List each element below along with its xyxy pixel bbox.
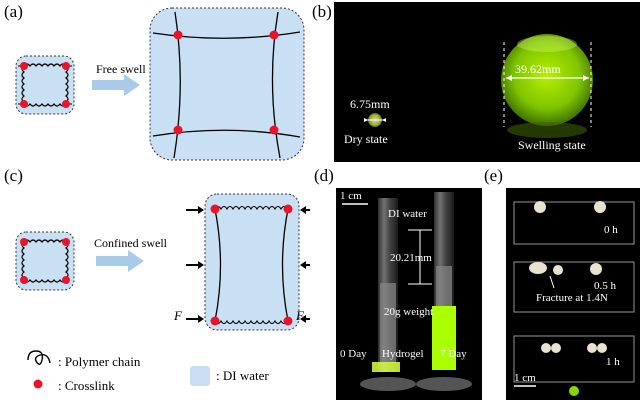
crosslink-dot	[173, 125, 183, 135]
polymer-chain-icon	[27, 350, 51, 365]
day0-label: 0 Day	[340, 348, 367, 360]
panel-label-b: (b)	[312, 2, 332, 21]
legend-symbols	[27, 350, 51, 389]
fracture-photo: 0 h 0.5 h Fracture at 1.4N 1 h 1 cm	[506, 188, 640, 400]
polymer-chain-top	[23, 63, 67, 67]
legend-di-water: : DI water	[216, 368, 269, 383]
swollen-gel	[149, 7, 305, 161]
time-05h: 0.5 h	[594, 280, 616, 292]
crosslink-dot	[20, 62, 28, 70]
height-label: 20.21mm	[390, 252, 432, 264]
weight-label: 20g weight	[384, 306, 434, 318]
scale-bar-e: 1 cm	[514, 372, 536, 384]
swell-size-label: 39.62mm	[515, 62, 561, 76]
free-swell-label: Free swell	[96, 62, 146, 76]
panel-label-e: (e)	[484, 166, 503, 185]
crosslink-dot	[269, 30, 279, 40]
sample-bead	[594, 201, 606, 213]
water-legend-swatch	[190, 366, 210, 386]
di-water-label: DI water	[388, 208, 427, 220]
time-1h: 1 h	[606, 356, 620, 368]
time-0h: 0 h	[604, 224, 618, 236]
panel-label-a: (a)	[4, 2, 23, 21]
day7-label: 7 Day	[440, 348, 467, 360]
swell-state-label: Swelling state	[518, 138, 586, 152]
legend-polymer-chain: : Polymer chain	[58, 354, 141, 369]
fracture-label: Fracture at 1.4N	[536, 292, 608, 304]
swelling-photo: 6.75mm Dry state 39.62mm Swelling state	[334, 2, 640, 162]
confined-swell-label: Confined swell	[94, 236, 167, 250]
confined-swell-arrow	[96, 250, 144, 272]
free-swell-schematic	[15, 7, 305, 161]
confined-swell-schematic	[15, 193, 310, 331]
crosslink-dot	[62, 62, 70, 70]
confined-gel	[204, 193, 300, 331]
swollen-hydrogel	[432, 306, 456, 370]
swollen-hydrogel-ball	[501, 34, 593, 126]
legend-crosslink: : Crosslink	[58, 378, 115, 393]
force-left-label: F	[174, 308, 182, 323]
confined-swell-photo: 1 cm DI water 20.21mm 20g weight 0 Day H…	[336, 188, 482, 400]
polymer-chain-bottom	[23, 103, 67, 107]
panel-label-d: (d)	[314, 166, 334, 185]
small-gel	[15, 55, 75, 115]
scale-bar-d: 1 cm	[340, 190, 362, 202]
compression-arrows	[186, 206, 310, 323]
dry-state-label: Dry state	[344, 132, 388, 146]
hydrogel-label: Hydrogel	[382, 348, 424, 360]
dry-size-label: 6.75mm	[350, 97, 390, 111]
crosslink-dot	[20, 100, 28, 108]
crosslink-dot	[173, 30, 183, 40]
crosslink-icon	[33, 379, 43, 389]
force-right-label: F	[296, 308, 304, 323]
sample-bead	[534, 201, 546, 213]
free-swell-arrow	[92, 74, 140, 96]
crosslink-dot	[269, 125, 279, 135]
crosslink-dot	[62, 100, 70, 108]
panel-label-c: (c)	[4, 166, 23, 185]
